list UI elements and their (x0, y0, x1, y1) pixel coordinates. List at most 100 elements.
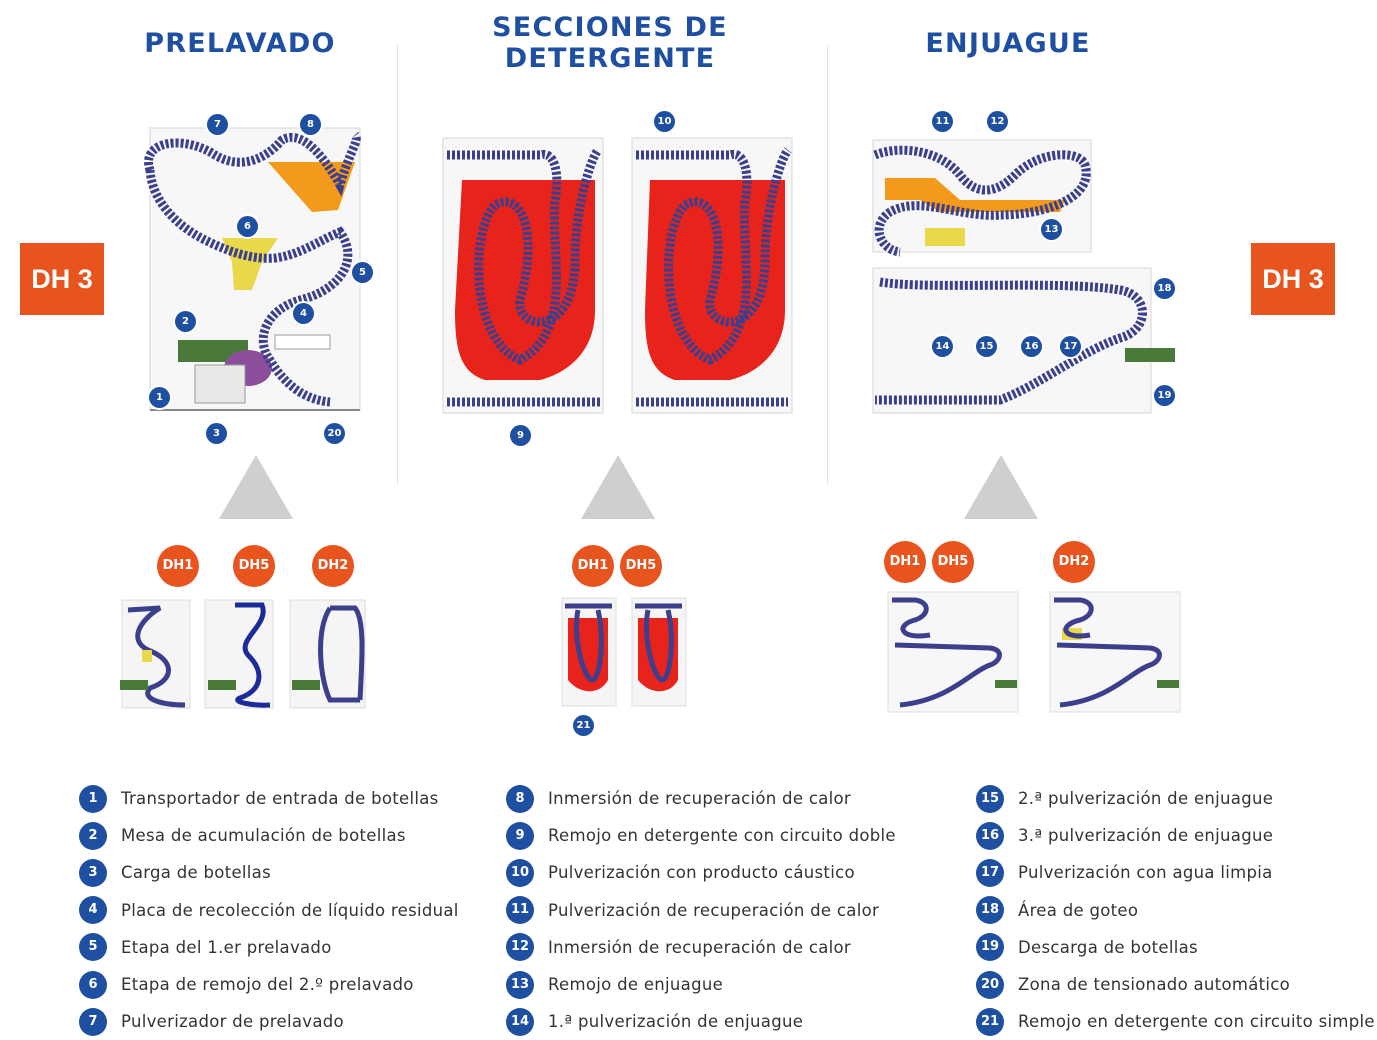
legend-item-5: 5 Etapa del 1.er prelavado (79, 929, 459, 966)
triangle-prelavado (219, 455, 293, 519)
detergente-chain-left (447, 147, 602, 365)
detergente-frame-right (631, 137, 793, 414)
triangle-enjuague (964, 455, 1038, 519)
marker-3: 3 (206, 423, 227, 444)
marker-20: 20 (324, 423, 345, 444)
detergente-tank-right (645, 180, 785, 380)
legend-text: Inmersión de recuperación de calor (548, 789, 851, 809)
detergente-frame-left (442, 137, 604, 414)
legend-text: Etapa del 1.er prelavado (121, 937, 332, 957)
legend-text: 3.ª pulverización de enjuague (1018, 826, 1274, 846)
legend-text: Remojo en detergente con circuito simple (1018, 1012, 1375, 1032)
thumb-prelavado-dh1-frame (121, 599, 191, 709)
legend-text: Zona de tensionado automático (1018, 975, 1291, 995)
enjuague-chain-lower (875, 277, 1147, 405)
legend-text: 2.ª pulverización de enjuague (1018, 789, 1274, 809)
title-prelavado: PRELAVADO (144, 28, 336, 59)
legend-number: 20 (976, 970, 1004, 999)
thumb-enjuague-dh15-discharge (995, 680, 1017, 688)
marker-8: 8 (300, 114, 321, 135)
legend-item-20: 20 Zona de tensionado automático (976, 966, 1375, 1003)
legend-text: Área de goteo (1018, 900, 1139, 920)
legend-number: 16 (976, 821, 1004, 850)
thumb-detergente-dh5-tank (638, 618, 678, 692)
legend-number: 7 (79, 1007, 107, 1036)
badge-detergente-dh1: DH1 (572, 545, 614, 587)
thumb-prelavado-dh2-chain (318, 605, 365, 703)
prelavado-chain-path (144, 131, 361, 407)
thumb-prelavado-dh5-loader (208, 680, 236, 690)
badge-detergente-dh5: DH5 (620, 545, 662, 587)
thumb-detergente-dh5-frame (631, 597, 687, 707)
marker-15: 15 (976, 336, 997, 357)
legend-text: Remojo en detergente con circuito doble (548, 826, 896, 846)
thumb-prelavado-dh2-frame (289, 599, 366, 709)
legend-number: 13 (506, 970, 534, 999)
legend-number: 19 (976, 933, 1004, 962)
title-secciones-detergente: SECCIONES DE DETERGENTE (470, 12, 750, 74)
thumb-detergente-dh1-chain (565, 603, 612, 683)
legend-text: Remojo de enjuague (548, 975, 724, 995)
thumb-detergente-dh1-frame (561, 597, 617, 707)
legend-number: 17 (976, 858, 1004, 887)
prelavado-bottle-loader (224, 350, 272, 386)
legend-number: 2 (79, 821, 107, 850)
legend-text: Mesa de acumulación de botellas (121, 826, 406, 846)
legend-number: 14 (506, 1007, 534, 1036)
legend-number: 18 (976, 896, 1004, 925)
legend-number: 21 (976, 1007, 1004, 1036)
legend-number: 3 (79, 858, 107, 887)
badge-enjuague-dh2: DH2 (1053, 541, 1095, 583)
legend-item-9: 9 Remojo en detergente con circuito doble (506, 817, 896, 854)
prelavado-inlet-conveyor (194, 364, 246, 404)
prelavado-tank-6 (222, 238, 278, 290)
divider-right (827, 45, 828, 485)
detergente-tank-left (455, 180, 595, 380)
legend-text: Placa de recolección de líquido residual (121, 900, 459, 920)
legend-text: Inmersión de recuperación de calor (548, 937, 851, 957)
thumb-prelavado-dh5-frame (204, 599, 274, 709)
marker-18: 18 (1154, 278, 1175, 299)
marker-1: 1 (149, 387, 170, 408)
marker-14: 14 (932, 336, 953, 357)
legend-number: 5 (79, 933, 107, 962)
marker-7: 7 (207, 114, 228, 135)
thumb-detergente-dh1-tank (568, 618, 608, 692)
legend-number: 10 (506, 858, 534, 887)
marker-9: 9 (510, 425, 531, 446)
legend-item-1: 1 Transportador de entrada de botellas (79, 780, 459, 817)
legend-number: 9 (506, 821, 534, 850)
legend-text: Transportador de entrada de botellas (121, 789, 439, 809)
enjuague-tank-13 (925, 228, 965, 246)
divider-left (397, 45, 398, 485)
thumb-prelavado-dh1-loader (120, 680, 148, 690)
title-enjuague: ENJUAGUE (925, 28, 1091, 59)
legend-text: 1.ª pulverización de enjuague (548, 1012, 804, 1032)
title-detergente-line2: DETERGENTE (504, 43, 716, 74)
marker-17: 17 (1060, 336, 1081, 357)
legend-item-2: 2 Mesa de acumulación de botellas (79, 817, 459, 854)
enjuague-frame-lower (872, 267, 1152, 414)
legend-number: 1 (79, 784, 107, 813)
enjuague-bottle-discharge (1125, 348, 1175, 362)
thumb-detergente-dh5-chain (635, 603, 682, 683)
marker-12: 12 (987, 111, 1008, 132)
thumb-prelavado-dh2-loader (292, 680, 320, 690)
enjuague-tank-12 (885, 178, 1065, 212)
marker-6: 6 (237, 216, 258, 237)
legend-text: Pulverización con agua limpia (1018, 863, 1273, 883)
badge-prelavado-dh5: DH5 (233, 545, 275, 587)
marker-19: 19 (1154, 385, 1175, 406)
legend-text: Pulverización con producto cáustico (548, 863, 855, 883)
